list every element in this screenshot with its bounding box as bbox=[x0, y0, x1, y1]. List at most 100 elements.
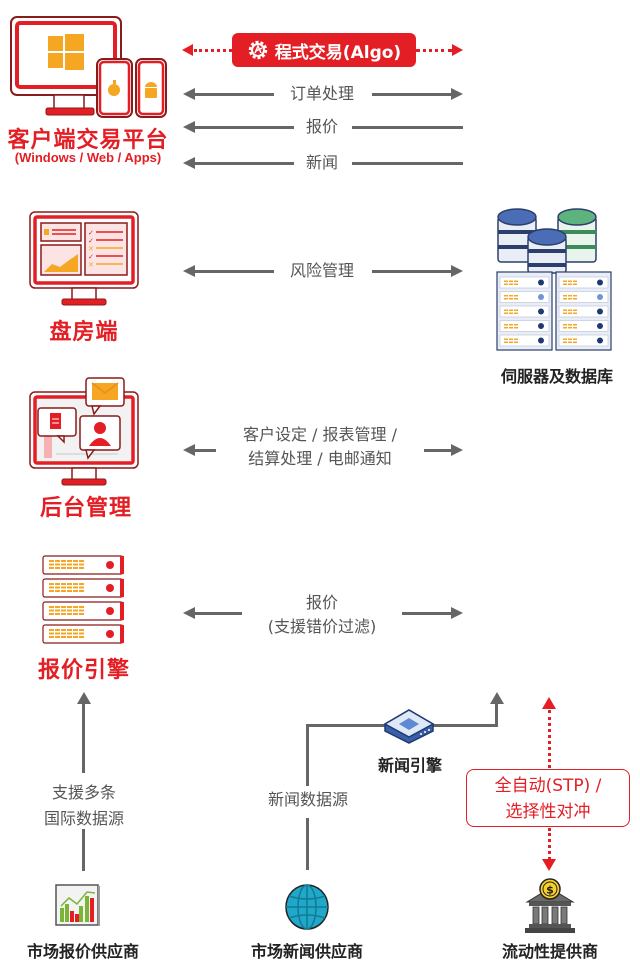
email-bubble bbox=[85, 377, 125, 416]
market-price-provider-title: 市场报价供应商 bbox=[26, 942, 139, 961]
led-bar bbox=[573, 338, 577, 340]
android-phone-icon bbox=[135, 58, 167, 118]
price-label-line1: 报价 bbox=[305, 593, 338, 612]
status-light bbox=[597, 279, 603, 286]
led-bar bbox=[509, 338, 513, 340]
svg-text:✓: ✓ bbox=[88, 253, 94, 261]
svg-text:$: $ bbox=[546, 884, 554, 897]
svg-text:✓: ✓ bbox=[88, 237, 94, 245]
bank-dollar-icon: $ bbox=[525, 878, 575, 933]
stp-dotted-bottom bbox=[548, 828, 551, 860]
led-bar bbox=[509, 280, 513, 282]
led-bar bbox=[514, 338, 518, 340]
risk-arrow-right bbox=[451, 265, 463, 277]
led-bar bbox=[509, 324, 513, 326]
algo-label: 程式交易(Algo) bbox=[274, 42, 402, 63]
led-bar bbox=[514, 324, 518, 326]
algo-gear-icon bbox=[248, 40, 268, 60]
price-label-line2: (支援错价过滤) bbox=[267, 617, 377, 636]
price-line-right bbox=[402, 612, 452, 615]
status-light bbox=[538, 337, 544, 344]
news-feed-label: 新闻数据源 bbox=[246, 789, 370, 811]
stp-dotted-top bbox=[548, 710, 551, 768]
monitor-windows-icon bbox=[10, 16, 122, 116]
backoffice-arrow-left bbox=[183, 444, 195, 456]
news-arrow-left bbox=[183, 157, 195, 169]
price-line-left bbox=[194, 612, 242, 615]
algo-dotted-right bbox=[416, 49, 452, 52]
backoffice-line-right bbox=[424, 449, 452, 452]
news-engine-arrow-up bbox=[490, 692, 504, 704]
news-engine-line-up bbox=[495, 702, 498, 727]
document-bubble bbox=[37, 407, 77, 444]
dealer-title: 盘房端 bbox=[49, 320, 119, 345]
backoffice-label-line1: 客户设定 / 报表管理 / bbox=[242, 425, 398, 444]
rack-unit bbox=[42, 578, 124, 598]
status-light bbox=[538, 323, 544, 329]
quote-arrow-left bbox=[183, 121, 195, 133]
client-platform-subtitle: (Windows / Web / Apps) bbox=[14, 150, 162, 165]
market-feed-line2: 国际数据源 bbox=[43, 809, 124, 828]
backoffice-label-line2: 结算处理 / 电邮通知 bbox=[248, 449, 392, 468]
news-line-right bbox=[352, 162, 463, 165]
algo-badge: 程式交易(Algo) bbox=[232, 33, 416, 67]
backoffice-label: 客户设定 / 报表管理 / 结算处理 / 电邮通知 bbox=[218, 423, 422, 471]
market-feed-line-bottom bbox=[82, 829, 85, 871]
led-bar bbox=[504, 309, 508, 311]
order-arrow-left bbox=[183, 88, 195, 100]
dealer-dashboard-monitor-icon: ✓✓✕✓✕ bbox=[29, 211, 139, 306]
svg-text:✕: ✕ bbox=[88, 245, 94, 253]
led-bar bbox=[514, 309, 518, 311]
market-feed-line1: 支援多条 bbox=[51, 783, 116, 802]
market-news-provider-title: 市场新闻供应商 bbox=[250, 942, 363, 961]
status-light bbox=[538, 308, 544, 315]
news-engine-router-icon bbox=[383, 709, 435, 744]
market-feed-label: 支援多条 国际数据源 bbox=[20, 780, 148, 832]
order-label: 订单处理 bbox=[274, 83, 370, 105]
led-bar bbox=[504, 338, 508, 340]
quote-label: 报价 bbox=[294, 116, 350, 138]
algo-dotted-left bbox=[194, 49, 232, 52]
rack-unit bbox=[42, 555, 124, 575]
status-light bbox=[597, 294, 603, 300]
price-label: 报价 (支援错价过滤) bbox=[244, 591, 400, 639]
backoffice-arrow-right bbox=[451, 444, 463, 456]
price-arrow-left bbox=[183, 607, 195, 619]
led-bar bbox=[509, 295, 513, 297]
client-platform-title: 客户端交易平台 bbox=[7, 128, 169, 153]
iphone-apple-icon bbox=[96, 58, 133, 118]
risk-line-right bbox=[372, 270, 452, 273]
led-bar bbox=[568, 280, 572, 282]
led-bar bbox=[563, 338, 567, 340]
market-feed-line-top bbox=[82, 703, 85, 773]
led-bar bbox=[504, 280, 508, 282]
news-label: 新闻 bbox=[294, 152, 350, 174]
led-bar bbox=[563, 309, 567, 311]
led-bar bbox=[504, 324, 508, 326]
stp-box: 全自动(STP) / 选择性对冲 bbox=[466, 769, 630, 827]
risk-line-left bbox=[194, 270, 274, 273]
quote-line-right bbox=[352, 126, 463, 129]
status-light bbox=[597, 323, 603, 329]
led-bar bbox=[568, 309, 572, 311]
stp-line1: 全自动(STP) / bbox=[494, 776, 602, 796]
rack-unit bbox=[42, 601, 124, 621]
price-arrow-right bbox=[451, 607, 463, 619]
led-bar bbox=[573, 295, 577, 297]
backoffice-line-left bbox=[194, 449, 216, 452]
order-line-left bbox=[194, 93, 274, 96]
price-engine-title: 报价引擎 bbox=[37, 658, 130, 683]
led-bar bbox=[514, 295, 518, 297]
led-bar bbox=[573, 324, 577, 326]
server-rack-icon bbox=[42, 555, 124, 644]
algo-arrow-right bbox=[452, 44, 463, 56]
led-bar bbox=[504, 295, 508, 297]
liquidity-provider-title: 流动性提供商 bbox=[501, 942, 598, 961]
chart-board-icon bbox=[55, 884, 100, 926]
led-bar bbox=[563, 324, 567, 326]
rack-unit bbox=[42, 624, 124, 644]
servers-db-title: 伺服器及数据库 bbox=[500, 367, 613, 386]
stp-arrow-up bbox=[542, 697, 556, 709]
led-bar bbox=[568, 324, 572, 326]
led-bar bbox=[509, 309, 513, 311]
